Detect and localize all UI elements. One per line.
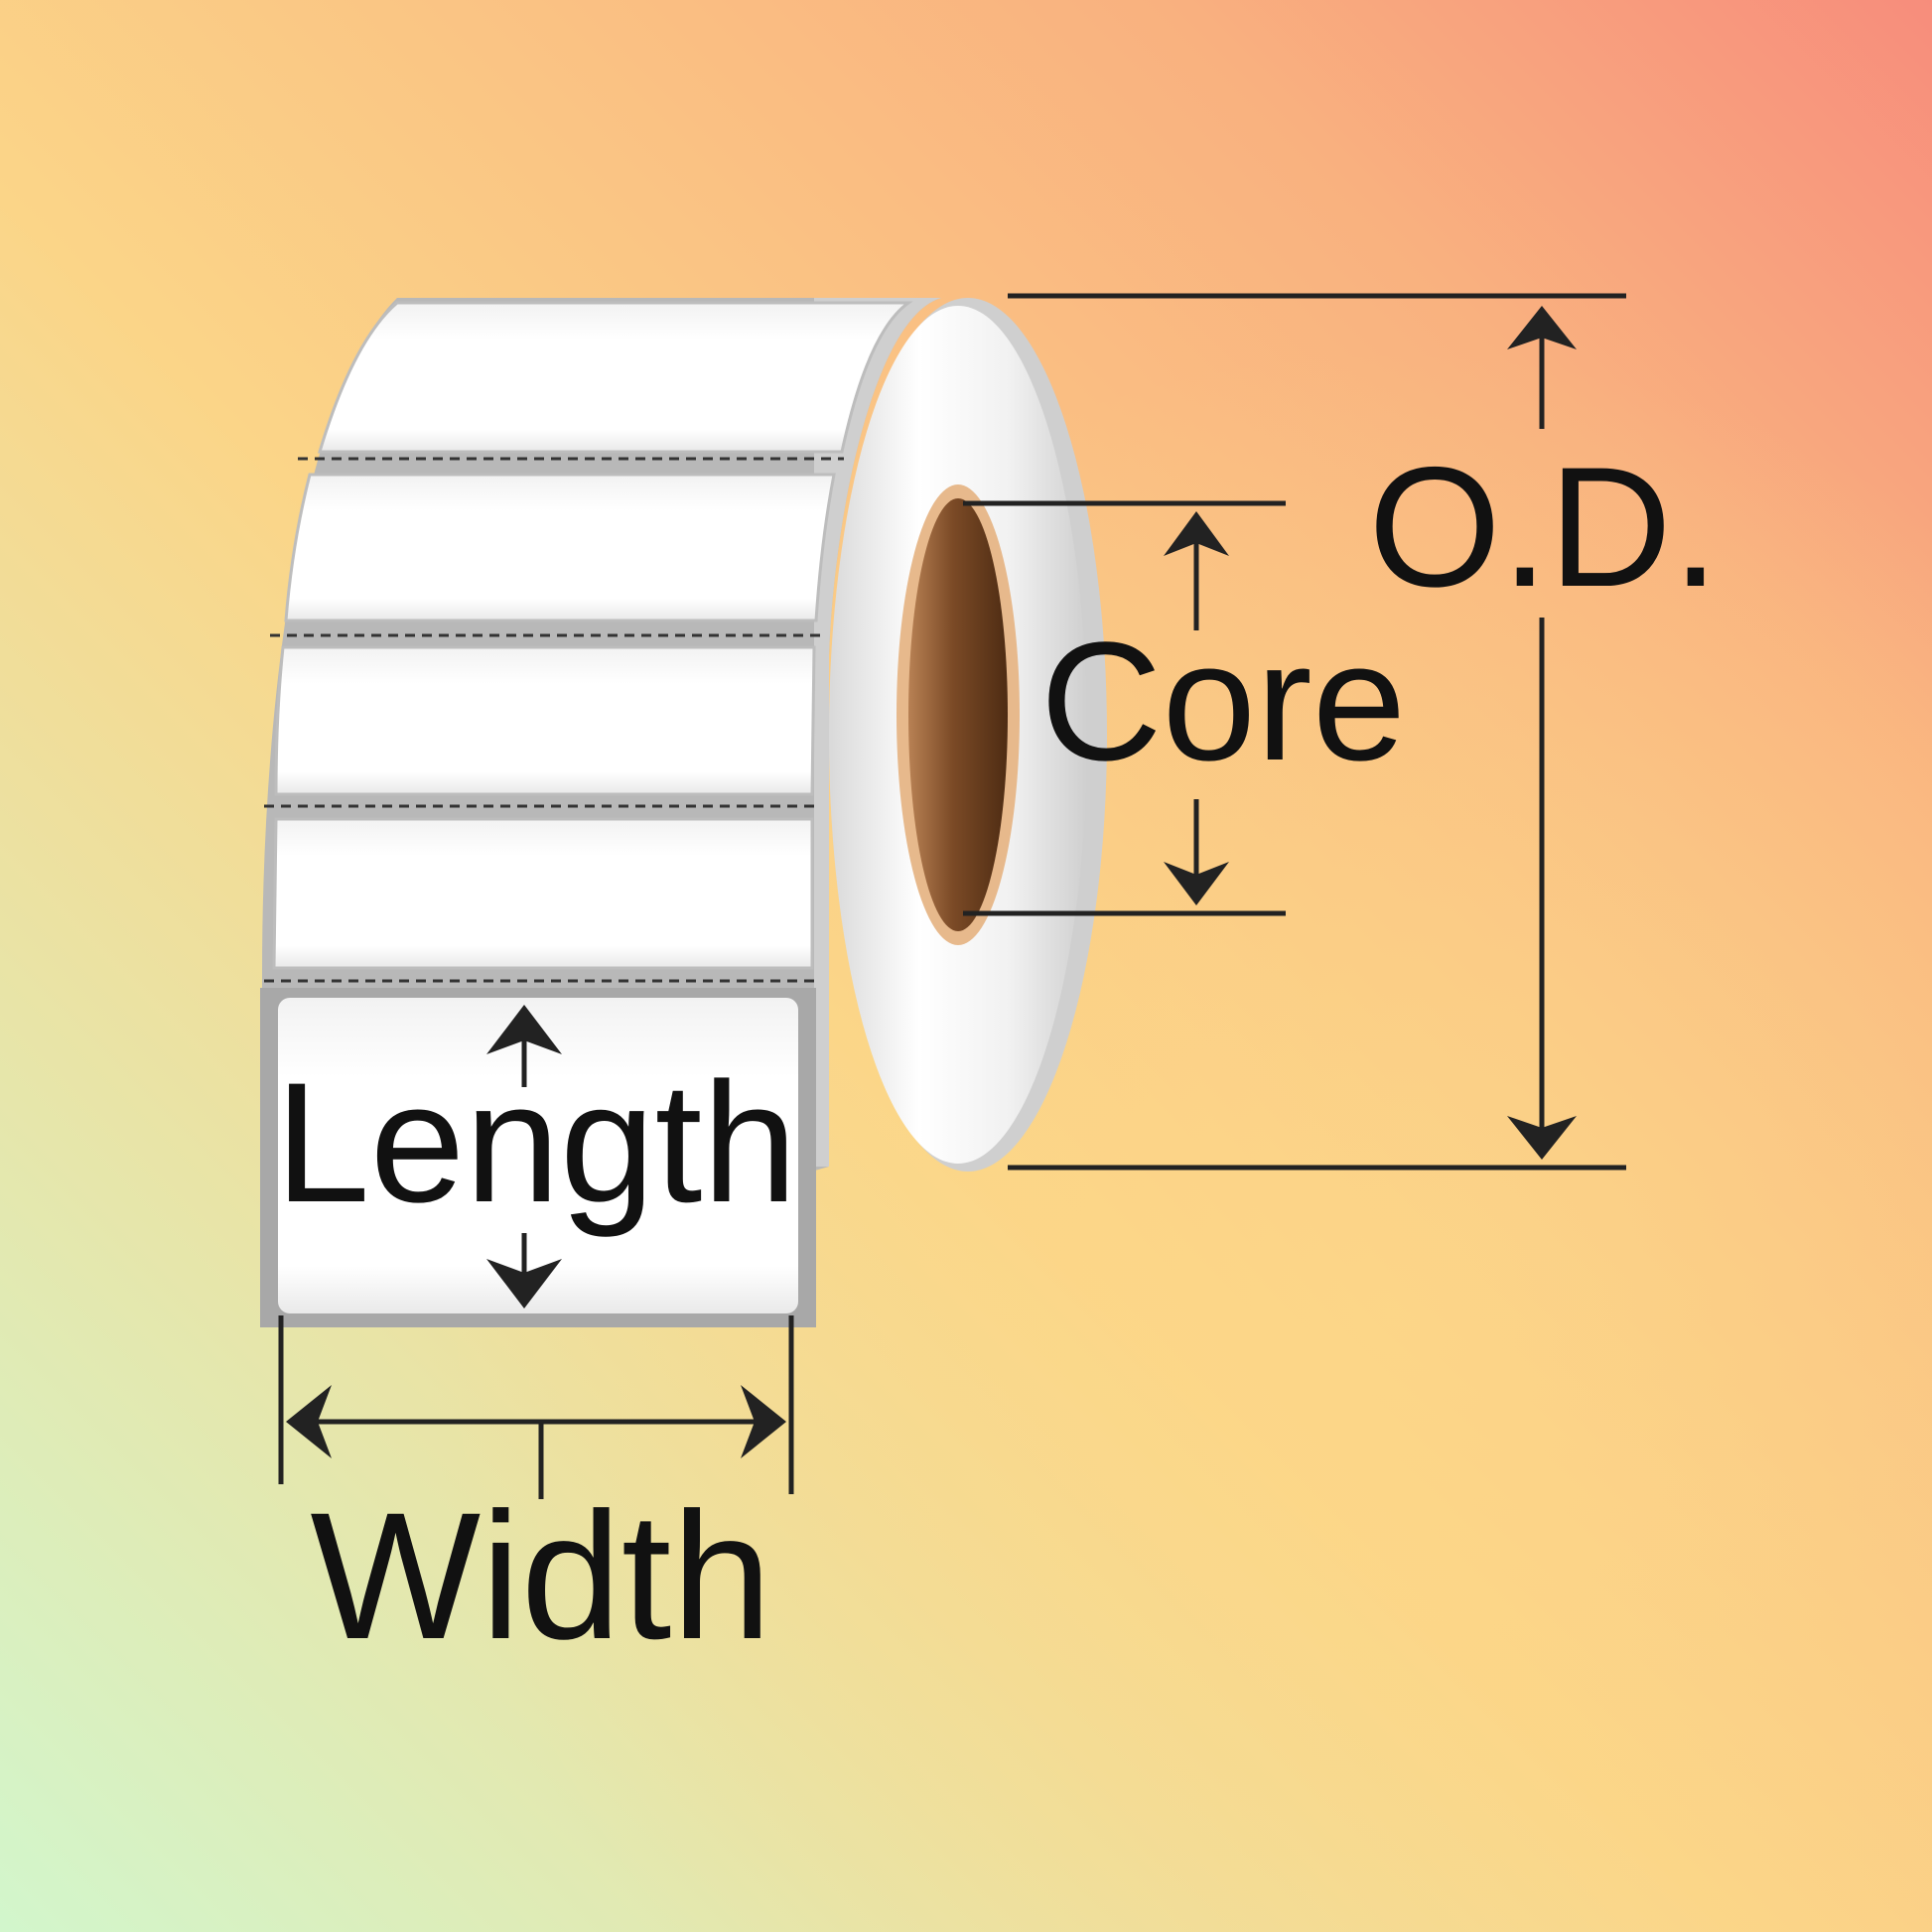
dimension-lines	[278, 293, 1626, 1499]
paper-core-icon	[897, 484, 1020, 945]
length-arrow-down-icon	[486, 1259, 562, 1309]
length-label: Length	[275, 1047, 797, 1238]
core-arrow-up-icon	[1164, 511, 1229, 556]
roll-label-4	[272, 817, 814, 970]
arrowheads	[286, 306, 1577, 1458]
roll-label-1	[317, 301, 913, 454]
od-arrow-down-icon	[1507, 1116, 1577, 1160]
width-label: Width	[310, 1474, 771, 1677]
width-arrow-right-icon	[741, 1385, 786, 1458]
roll-label-3	[274, 645, 816, 796]
core-arrow-down-icon	[1164, 862, 1229, 905]
outer-diameter-label: O.D.	[1368, 432, 1720, 622]
width-arrow-left-icon	[286, 1385, 332, 1458]
front-label	[278, 998, 798, 1313]
roll-label-2	[284, 473, 836, 622]
od-arrow-up-icon	[1507, 306, 1577, 349]
core-hole	[908, 498, 1008, 931]
core-label: Core	[1040, 608, 1406, 796]
length-arrow-up-icon	[486, 1005, 562, 1054]
